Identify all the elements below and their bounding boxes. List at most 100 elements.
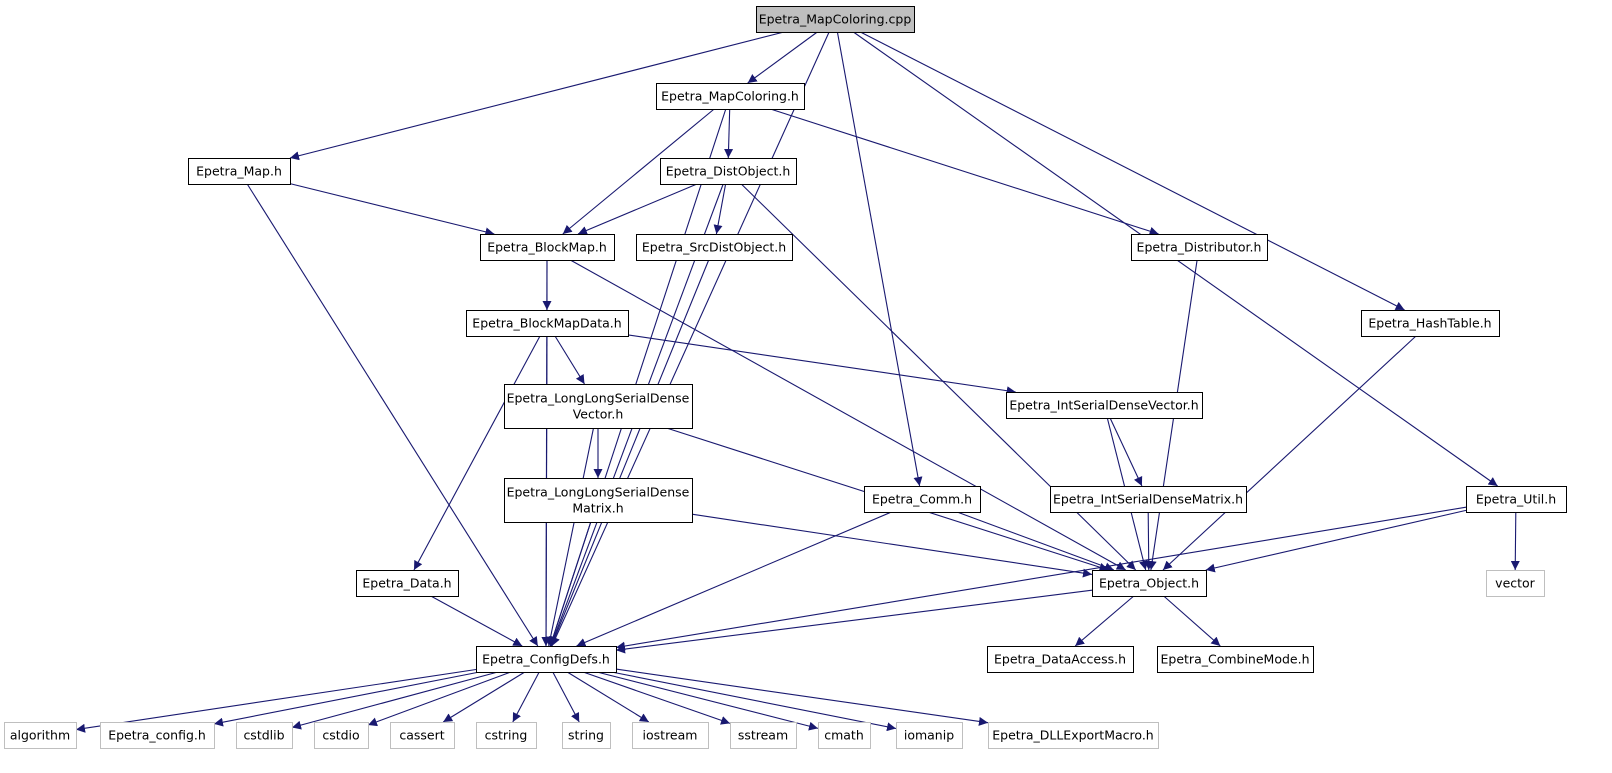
node-vector: vector [1486,570,1545,597]
node-algorithm: algorithm [4,722,77,749]
node-box [656,83,805,110]
edge-comm_h-to-object_h [956,511,1115,572]
node-label: Epetra_LongLongSerialDense [507,485,690,500]
node-label: iomanip [904,728,954,743]
node-label: algorithm [10,728,70,743]
node-label: Epetra_Distributor.h [1137,240,1262,255]
edge-hashtable_h-to-object_h [1162,335,1417,571]
node-object_h[interactable]: Epetra_Object.h [1092,570,1207,597]
node-label: string [568,728,604,743]
node-combinemode_h[interactable]: Epetra_CombineMode.h [1157,646,1314,673]
edge-data_h-to-configdefs_h [430,595,523,647]
edge-util_h-to-configdefs_h [615,506,1467,651]
edge-configdefs_h-to-cstdlib [291,671,498,730]
edge-intsdvector_h-to-intsdmatrix_h [1109,417,1143,487]
node-cstdio: cstdio [314,722,369,749]
node-blockmapdata_h[interactable]: Epetra_BlockMapData.h [466,310,629,337]
node-label: Epetra_ConfigDefs.h [482,652,610,667]
node-util_h[interactable]: Epetra_Util.h [1466,486,1567,513]
node-map_h[interactable]: Epetra_Map.h [188,158,291,185]
node-distributor_h[interactable]: Epetra_Distributor.h [1131,234,1268,261]
node-label: Epetra_config.h [108,728,206,743]
node-box [632,722,709,749]
node-box [476,646,617,673]
edge-util_h-to-vector [1510,511,1520,571]
node-label: Epetra_Map.h [196,164,282,179]
node-box [4,722,77,749]
edge-configdefs_h-to-algorithm [75,668,477,733]
edge-blockmapdata_h-to-llsdvector_h [554,335,585,385]
node-label: cstring [485,728,528,743]
edge-mapcoloring_h-to-distributor_h [770,108,1159,236]
edge-configdefs_h-to-cmath [596,671,819,731]
edge-intsdmatrix_h-to-object_h [1144,511,1154,571]
node-comm_h[interactable]: Epetra_Comm.h [864,486,981,513]
edge-mapcoloring_h-to-blockmap_h [562,108,715,235]
node-label: Epetra_DataAccess.h [994,652,1126,667]
edge-srcdistobject_h-to-configdefs_h [550,259,710,647]
edge-map_h-to-blockmap_h [289,183,495,237]
node-intsdvector_h[interactable]: Epetra_IntSerialDenseVector.h [1006,392,1203,419]
node-box [730,722,797,749]
node-cmath: cmath [818,722,871,749]
node-label: cstdlib [243,728,284,743]
edge-configdefs_h-to-iomanip [611,671,897,732]
node-label: sstream [738,728,788,743]
node-label: Epetra_BlockMap.h [487,240,607,255]
node-blockmap_h[interactable]: Epetra_BlockMap.h [480,234,615,261]
node-label: Epetra_HashTable.h [1368,316,1491,331]
node-label: Epetra_Object.h [1099,576,1199,591]
node-box [756,6,915,33]
node-srcdistobject_h[interactable]: Epetra_SrcDistObject.h [636,234,793,261]
node-cstdlib: cstdlib [236,722,293,749]
node-box [504,478,693,523]
node-iostream: iostream [632,722,709,749]
node-intsdmatrix_h[interactable]: Epetra_IntSerialDenseMatrix.h [1050,486,1247,513]
edge-mapcoloring_h-to-distobject_h [724,108,734,159]
edge-llsdvector_h-to-configdefs_h [546,427,595,647]
node-label: cassert [399,728,444,743]
node-label: Epetra_CombineMode.h [1161,652,1310,667]
node-data_h[interactable]: Epetra_Data.h [356,570,459,597]
node-sstream: sstream [730,722,797,749]
edge-configdefs_h-to-dllexport_h [615,668,989,726]
node-hashtable_h[interactable]: Epetra_HashTable.h [1361,310,1500,337]
node-label: Epetra_Util.h [1476,492,1556,507]
node-label: iostream [643,728,698,743]
node-label: Epetra_IntSerialDenseVector.h [1009,398,1198,413]
node-label: cstdio [322,728,359,743]
node-cstring: cstring [476,722,537,749]
node-box [1050,486,1247,513]
edge-object_h-to-dataaccess_h [1074,595,1135,647]
node-box [188,158,291,185]
edge-root-to-map_h [289,31,785,161]
node-root[interactable]: Epetra_MapColoring.cpp [756,6,915,33]
node-dllexport_h: Epetra_DLLExportMacro.h [988,722,1159,749]
node-label: Vector.h [573,407,624,422]
node-box [864,486,981,513]
node-label: Epetra_BlockMapData.h [472,316,621,331]
node-box [476,722,537,749]
node-box [818,722,871,749]
node-dataaccess_h[interactable]: Epetra_DataAccess.h [987,646,1134,673]
edge-map_h-to-configdefs_h [246,183,539,647]
node-mapcoloring_h[interactable]: Epetra_MapColoring.h [656,83,805,110]
node-box [988,722,1159,749]
edge-configdefs_h-to-string [552,671,580,723]
edge-llsdmatrix_h-to-configdefs_h [548,521,592,647]
edge-llsdmatrix_h-to-object_h [691,513,1093,578]
node-label: Epetra_Comm.h [872,492,972,507]
edge-configdefs_h-to-cassert [442,671,526,723]
edge-object_h-to-configdefs_h [615,589,1093,654]
edge-util_h-to-object_h [1205,509,1467,573]
node-configdefs_h[interactable]: Epetra_ConfigDefs.h [476,646,617,673]
node-box [1131,234,1268,261]
node-box [1092,570,1207,597]
node-label: Matrix.h [572,501,623,516]
node-distobject_h[interactable]: Epetra_DistObject.h [660,158,797,185]
node-label: vector [1495,576,1536,591]
edge-distobject_h-to-srcdistobject_h [713,183,727,235]
node-label: Epetra_DistObject.h [666,164,791,179]
